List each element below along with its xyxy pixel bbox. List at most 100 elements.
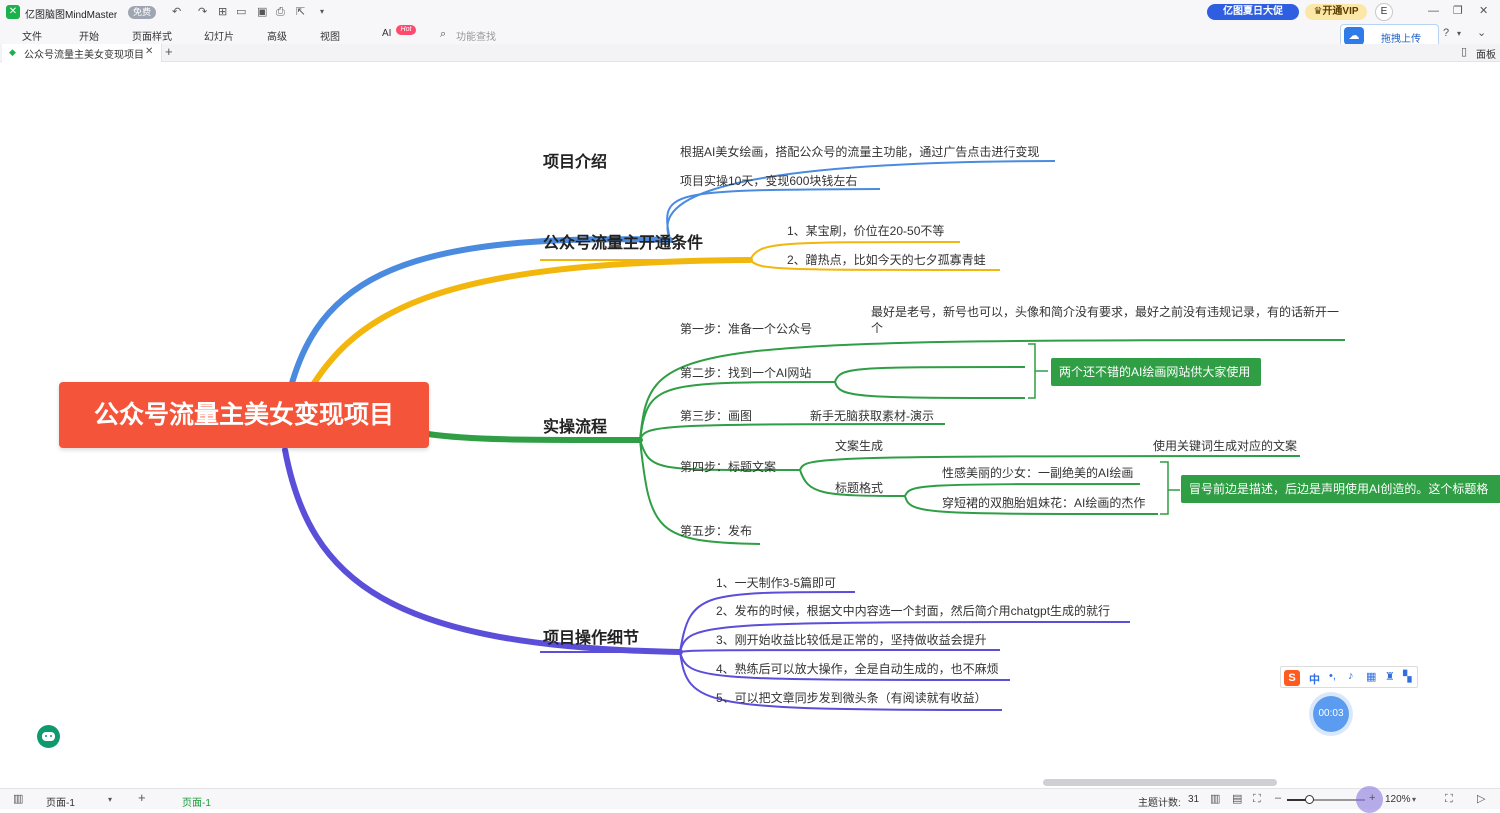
search-icon[interactable]: ⌕ [440,28,447,40]
menu-slides[interactable]: 幻灯片 [204,32,234,43]
timer-label: 00:03 [1318,708,1344,719]
step-4-title-format[interactable]: 标题格式 [835,481,884,495]
details-item-1[interactable]: 1、一天制作3-5篇即可 [716,576,837,590]
conditions-item-2[interactable]: 2、蹭热点，比如今天的七夕孤寡青蛙 [787,253,986,267]
page-select[interactable]: 页面-1 [46,798,75,809]
add-tab-icon[interactable]: + [165,44,173,59]
redo-icon[interactable]: ↷ [198,6,208,18]
page-list-icon[interactable]: ▥ [13,793,24,805]
ime-keyboard-icon[interactable]: ▦ [1366,671,1377,683]
step-2-note-box[interactable]: 两个还不错的AI绘画网站供大家使用 [1051,358,1261,386]
export-icon[interactable]: ⇱ [296,6,306,18]
open-folder-icon[interactable]: ▭ [236,6,247,18]
step-1-note[interactable]: 最好是老号，新号也可以，头像和简介没有要求，最好之前没有违规记录，有的话新开一个 [871,305,1340,335]
details-item-2[interactable]: 2、发布的时候，根据文中内容选一个封面，然后简介用chatgpt生成的就行 [716,604,1111,618]
zoom-level[interactable]: 120% [1385,794,1411,805]
ai-assistant-icon[interactable] [37,725,60,748]
details-item-5[interactable]: 5、可以把文章同步发到微头条（有阅读就有收益） [716,691,987,705]
intro-item-2[interactable]: 项目实操10天，变现600块钱左右 [680,174,858,188]
step-1[interactable]: 第一步：准备一个公众号 [680,322,813,336]
step-4-note-box[interactable]: 冒号前边是描述，后边是声明使用AI创造的。这个标题格 [1181,475,1500,503]
undo-icon[interactable]: ↶ [172,6,182,18]
title-bar: ✕ 亿图脑图MindMaster 免费 ↶ ↷ ⊞ ▭ ▣ ⎙ ⇱ ▾ 亿图夏日… [0,0,1500,24]
step-5[interactable]: 第五步：发布 [680,524,753,538]
mindmap-canvas[interactable]: 公众号流量主美女变现项目 项目介绍 公众号流量主开通条件 实操流程 项目操作细节… [0,62,1500,788]
recording-timer[interactable]: 00:03 [1313,696,1349,732]
details-item-4[interactable]: 4、熟练后可以放大操作，全是自动生成的，也不麻烦 [716,662,999,676]
conditions-item-1[interactable]: 1、某宝刷，价位在20-50不等 [787,224,945,238]
ime-mic-icon[interactable]: ♪ [1348,670,1354,682]
step-4-example-1[interactable]: 性感美丽的少女：一副绝美的AI绘画 [942,466,1134,480]
vip-button[interactable]: ♛开通VIP [1305,4,1367,20]
page-select-dropdown-icon[interactable]: ▾ [108,795,113,804]
ime-punct-icon[interactable]: •, [1329,670,1336,682]
promo-button[interactable]: 亿图夏日大促 [1207,4,1299,20]
fit-page-icon[interactable]: ▤ [1232,793,1243,805]
details-item-3[interactable]: 3、刚开始收益比较低是正常的，坚持做收益会提升 [716,633,987,647]
menu-file[interactable]: 文件 [22,32,42,43]
close-tab-icon[interactable]: ✕ [145,46,154,57]
ime-apps-icon[interactable]: ▚ [1403,671,1412,683]
step-4-copy-note[interactable]: 使用关键词生成对应的文案 [1153,439,1298,453]
cloud-upload-icon: ☁ [1344,27,1364,45]
app-logo-icon: ✕ [6,5,20,19]
step-4[interactable]: 第四步：标题文案 [680,460,777,474]
zoom-slider-handle[interactable] [1305,795,1314,804]
help-dropdown-icon[interactable]: ▾ [1457,29,1462,38]
quick-access-dropdown-icon[interactable]: ▾ [320,7,325,16]
zoom-dropdown-icon[interactable]: ▾ [1412,795,1417,804]
panel-label[interactable]: 面板 [1476,50,1496,61]
add-page-icon[interactable]: + [138,790,146,805]
zoom-out-icon[interactable]: – [1275,792,1282,804]
restore-icon[interactable]: ❐ [1453,5,1463,17]
step-4-example-2[interactable]: 穿短裙的双胞胎姐妹花：AI绘画的杰作 [942,496,1146,510]
horizontal-scrollbar[interactable] [1043,779,1277,786]
mindmap-connectors [282,160,1346,711]
free-badge[interactable]: 免费 [128,6,156,19]
minimize-icon[interactable]: — [1428,5,1439,17]
ime-toolbar[interactable]: S 中 •, ♪ ▦ ♜ ▚ [1280,666,1418,688]
fullscreen-icon[interactable]: ⛶ [1445,793,1453,805]
menu-start[interactable]: 开始 [79,32,99,43]
menu-ai[interactable]: AI [382,28,392,39]
intro-item-1[interactable]: 根据AI美女绘画，搭配公众号的流量主功能，通过广告点击进行变现 [680,145,1040,159]
fit-screen-icon[interactable]: ⛶ [1253,793,1261,805]
feature-search[interactable]: 功能查找 [456,32,496,43]
ime-lang[interactable]: 中 [1309,674,1320,686]
root-topic-label: 公众号流量主美女变现项目 [93,401,394,429]
topic-conditions[interactable]: 公众号流量主开通条件 [543,235,704,252]
document-tab[interactable]: ◆ 公众号流量主美女变现项目 ✕ [2,44,162,62]
panel-icon[interactable]: ▯ [1461,46,1468,58]
zoom-slider-fill [1287,799,1309,801]
topic-details[interactable]: 项目操作细节 [543,630,640,647]
zoom-slider-track[interactable] [1287,799,1365,801]
outline-view-icon[interactable]: ▥ [1210,793,1221,805]
topic-process[interactable]: 实操流程 [543,419,608,436]
menu-advanced[interactable]: 高级 [267,32,287,43]
step-4-copy[interactable]: 文案生成 [835,439,884,453]
root-topic[interactable]: 公众号流量主美女变现项目 [59,382,429,448]
app-name: 亿图脑图MindMaster [25,10,118,21]
page-tab[interactable]: 页面-1 [182,798,211,809]
ime-skin-icon[interactable]: ♜ [1385,671,1395,683]
zoom-in-icon[interactable]: + [1369,792,1376,804]
menu-page-style[interactable]: 页面样式 [132,32,172,43]
menu-view[interactable]: 视图 [320,32,340,43]
status-bar: ▥ 页面-1 ▾ + 页面-1 主题计数: 31 ▥ ▤ ⛶ – + 120% … [0,786,1500,813]
close-window-icon[interactable]: ✕ [1479,5,1489,17]
print-icon[interactable]: ⎙ [276,6,285,18]
topic-intro[interactable]: 项目介绍 [543,154,608,171]
presentation-icon[interactable]: ▷ [1477,793,1486,805]
save-icon[interactable]: ▣ [257,6,268,18]
branch-line-details [282,447,683,655]
collapse-ribbon-icon[interactable]: ⌄ [1477,27,1487,39]
step-2[interactable]: 第二步：找到一个AI网站 [680,366,812,380]
step-3[interactable]: 第三步：画图 [680,409,753,423]
avatar[interactable]: E [1375,3,1393,21]
step-3-note[interactable]: 新手无脑获取素材-演示 [810,409,934,423]
menu-bar: 文件 开始 页面样式 幻灯片 高级 视图 AI Hot ⌕ 功能查找 ☁ 拖拽上… [0,24,1500,48]
topic-count-label: 主题计数: [1138,798,1181,809]
new-file-icon[interactable]: ⊞ [218,6,228,18]
help-icon[interactable]: ? [1443,27,1450,39]
sogou-logo-icon: S [1284,670,1300,686]
